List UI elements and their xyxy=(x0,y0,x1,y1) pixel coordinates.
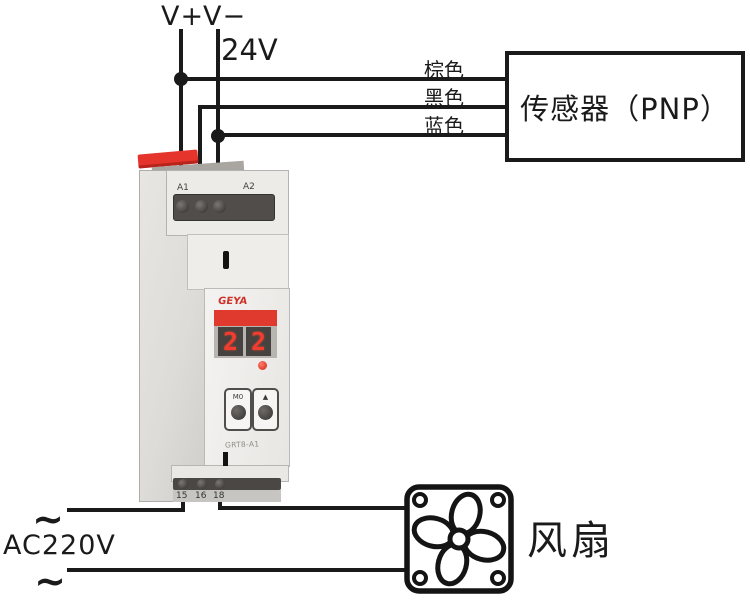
v-minus-label: V− xyxy=(203,1,247,32)
terminal-screw-18 xyxy=(215,479,225,489)
wire-fan-horizontal xyxy=(218,506,408,510)
wire-black-horizontal xyxy=(200,105,507,109)
wire-ac-bottom-horizontal xyxy=(67,568,408,572)
wire-black-vertical xyxy=(198,105,202,205)
bottom-terminal-block xyxy=(173,478,281,490)
v-plus-label: V+ xyxy=(161,1,205,32)
terminal-15-label: 15 xyxy=(176,491,188,501)
terminal-18-label: 18 xyxy=(213,491,225,501)
device-slot-bottom xyxy=(223,452,228,466)
ac-tilde-bottom: ~ xyxy=(34,559,66,601)
terminal-screw-a2 xyxy=(213,200,226,213)
ac220v-label: AC220V xyxy=(3,530,116,561)
device-slot-top xyxy=(223,251,229,269)
fan-label: 风扇 xyxy=(527,518,615,564)
fan-icon xyxy=(404,484,514,594)
button-mode-knob xyxy=(230,405,246,420)
terminal-a1-label: A1 xyxy=(177,183,189,193)
model-label: GRT8-A1 xyxy=(224,439,260,450)
device-step-section xyxy=(187,234,289,290)
display-red-band xyxy=(214,310,277,326)
sensor-box: 传感器（PNP） xyxy=(505,51,745,162)
button-up-label: ▲ xyxy=(262,393,269,401)
device-button-mode: M0 xyxy=(224,388,252,431)
device-button-up: ▲ xyxy=(252,388,279,431)
ac-tilde-top: ~ xyxy=(32,497,64,541)
wire-label-brown: 棕色 xyxy=(424,58,464,82)
wire-ac-top-horizontal xyxy=(67,508,185,512)
status-led xyxy=(258,361,267,370)
voltage-24v-label: 24V xyxy=(221,33,278,67)
wire-vminus-vertical xyxy=(216,29,220,210)
display-digit-right: 2 xyxy=(246,327,271,356)
brand-logo: GEYA xyxy=(217,296,248,307)
terminal-screw-mid xyxy=(195,200,208,213)
terminal-16-label: 16 xyxy=(195,491,207,501)
wire-label-black: 黑色 xyxy=(424,86,464,110)
terminal-screw-16 xyxy=(197,479,207,489)
wire-vplus-vertical xyxy=(179,29,183,207)
wire-brown-horizontal xyxy=(181,77,507,81)
display-digit-left: 2 xyxy=(218,327,243,356)
wire-label-blue: 蓝色 xyxy=(424,114,464,138)
sensor-box-label: 传感器（PNP） xyxy=(520,91,730,126)
button-mode-label: M0 xyxy=(232,393,244,401)
terminal-screw-a1 xyxy=(176,200,189,213)
button-up-knob xyxy=(258,405,273,420)
terminal-screw-15 xyxy=(178,479,188,489)
wire-blue-horizontal xyxy=(218,133,507,137)
bottom-terminal-label-strip xyxy=(173,490,281,502)
terminal-a2-label: A2 xyxy=(243,182,255,192)
